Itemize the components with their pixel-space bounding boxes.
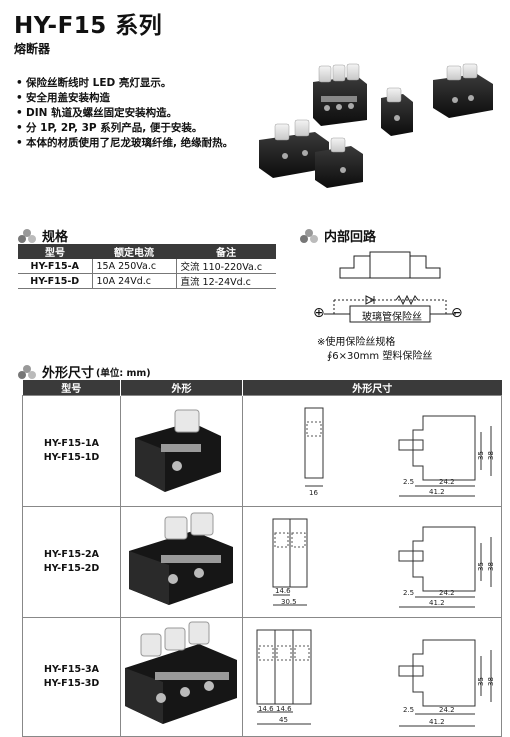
spec-table: 型号 额定电流 备注 HY-F15-A 15A 250Va.c 交流 110-2… xyxy=(18,244,276,289)
dim-total-length: 41.2 xyxy=(429,599,445,607)
dim-body-length: 24.2 xyxy=(439,478,455,486)
model-label: HY-F15-2A xyxy=(44,549,99,560)
col-header: 型号 xyxy=(22,380,121,396)
dimension-table: 型号 外形 外形尺寸 HY-F15-1A HY-F15-1D xyxy=(22,380,502,737)
circuit-heading-text: 内部回路 xyxy=(324,230,377,245)
dim-pitch: 14.6 xyxy=(275,587,291,595)
product-photo xyxy=(259,63,493,188)
dim-offset: 2.5 xyxy=(403,589,414,597)
model-cell: HY-F15-2A HY-F15-2D xyxy=(22,506,121,618)
col-header: 备注 xyxy=(176,244,276,259)
table-row: HY-F15-1A HY-F15-1D 16 xyxy=(22,395,502,507)
dim-front-width: 30.5 xyxy=(281,598,297,606)
dim-body-length: 24.2 xyxy=(439,589,455,597)
feature-list: 保险丝断线时 LED 亮灯显示。 安全用盖安装构造 DIN 轨道及螺丝固定安装构… xyxy=(16,76,266,151)
dim-inner-height: 35 xyxy=(477,451,485,460)
col-header: 型号 xyxy=(18,244,92,259)
minus-terminal-icon: ⊖ xyxy=(451,305,463,321)
dimension-drawing: 14.6 14.6 45 35 38 2.5 24.2 41.2 xyxy=(256,629,495,727)
dim-body-length: 24.2 xyxy=(439,706,455,714)
dim-total-length: 41.2 xyxy=(429,718,445,726)
page-subtitle: 熔断器 xyxy=(14,42,51,56)
dimension-drawing-cell: 14.6 30.5 35 38 2.5 24.2 41.2 xyxy=(242,506,502,618)
dimension-drawing: 16 35 38 2.5 24.2 41.2 xyxy=(304,407,495,497)
table-row: HY-F15-2A HY-F15-2D xyxy=(22,506,502,618)
bullet-dots-icon xyxy=(18,364,40,379)
table-row: HY-F15-3A HY-F15-3D xyxy=(22,617,502,737)
fuse-label: 玻璃管保险丝 xyxy=(362,312,422,323)
feature-item: DIN 轨道及螺丝固定安装构造。 xyxy=(16,106,266,121)
bullet-dots-icon xyxy=(300,228,322,243)
circuit-diagram xyxy=(324,251,456,323)
bullet-dots-icon xyxy=(18,228,40,243)
feature-item: 安全用盖安装构造 xyxy=(16,91,266,106)
spec-heading-text: 规格 xyxy=(42,230,69,245)
model-label: HY-F15-3A xyxy=(44,664,99,675)
feature-item: 本体的材质使用了尼龙玻璃纤维, 绝缘耐热。 xyxy=(16,136,266,151)
product-photo xyxy=(135,409,221,492)
dimension-drawing: 14.6 30.5 35 38 2.5 24.2 41.2 xyxy=(272,518,495,608)
table-header-row: 型号 外形 外形尺寸 xyxy=(22,380,502,396)
page-title: HY-F15 系列 xyxy=(14,13,163,39)
dim-outer-height: 38 xyxy=(487,451,495,460)
current-cell: 15A 250Va.c xyxy=(91,259,176,274)
model-label: HY-F15-2D xyxy=(43,563,100,574)
model-label: HY-F15-3D xyxy=(43,678,100,689)
note-cell: 交流 110-220Va.c xyxy=(175,259,276,274)
model-cell: HY-F15-D xyxy=(18,273,92,289)
dimension-heading-text: 外形尺寸 xyxy=(42,366,95,381)
product-image-cell xyxy=(120,617,243,737)
dim-inner-height: 35 xyxy=(477,562,485,571)
product-image-cell xyxy=(120,395,243,507)
fuse-spec-note: ※使用保险丝规格 xyxy=(317,337,396,348)
model-label: HY-F15-1D xyxy=(43,452,100,463)
model-cell: HY-F15-3A HY-F15-3D xyxy=(22,617,121,737)
feature-item: 分 1P, 2P, 3P 系列产品, 便于安装。 xyxy=(16,121,266,136)
spec-heading: 规格 xyxy=(18,226,68,245)
table-row: HY-F15-D 10A 24Vd.c 直流 12-24Vd.c xyxy=(18,273,276,289)
dimension-heading: 外形尺寸 (单位: mm) xyxy=(18,362,151,381)
circuit-heading: 内部回路 xyxy=(300,226,376,245)
table-header-row: 型号 额定电流 备注 xyxy=(18,244,276,259)
dim-inner-height: 35 xyxy=(477,677,485,686)
fuse-spec-value: ∮6×30mm 塑料保险丝 xyxy=(327,351,433,362)
model-label: HY-F15-1A xyxy=(44,438,99,449)
dim-total-length: 41.2 xyxy=(429,488,445,496)
dim-offset: 2.5 xyxy=(403,478,414,486)
col-header: 额定电流 xyxy=(92,244,176,259)
dimension-drawing-cell: 14.6 14.6 45 35 38 2.5 24.2 41.2 xyxy=(242,617,502,737)
plus-terminal-icon: ⊕ xyxy=(313,305,325,321)
current-cell: 10A 24Vd.c xyxy=(91,273,176,289)
model-cell: HY-F15-1A HY-F15-1D xyxy=(22,395,121,507)
dim-outer-height: 38 xyxy=(487,562,495,571)
dim-front-width: 45 xyxy=(279,716,288,724)
col-header: 外形 xyxy=(120,380,243,396)
unit-label: (单位: mm) xyxy=(96,367,151,379)
dim-front-width: 16 xyxy=(309,489,318,497)
feature-item: 保险丝断线时 LED 亮灯显示。 xyxy=(16,76,266,91)
dimension-drawing-cell: 16 35 38 2.5 24.2 41.2 xyxy=(242,395,502,507)
col-header: 外形尺寸 xyxy=(242,380,502,396)
dim-offset: 2.5 xyxy=(403,706,414,714)
product-image-cell xyxy=(120,506,243,618)
note-cell: 直流 12-24Vd.c xyxy=(175,273,276,289)
model-cell: HY-F15-A xyxy=(18,259,92,274)
product-photo xyxy=(125,621,237,724)
dim-outer-height: 38 xyxy=(487,677,495,686)
dim-pitch: 14.6 xyxy=(276,705,292,713)
dim-pitch: 14.6 xyxy=(258,705,274,713)
product-photo xyxy=(129,512,233,605)
table-row: HY-F15-A 15A 250Va.c 交流 110-220Va.c xyxy=(18,259,276,274)
